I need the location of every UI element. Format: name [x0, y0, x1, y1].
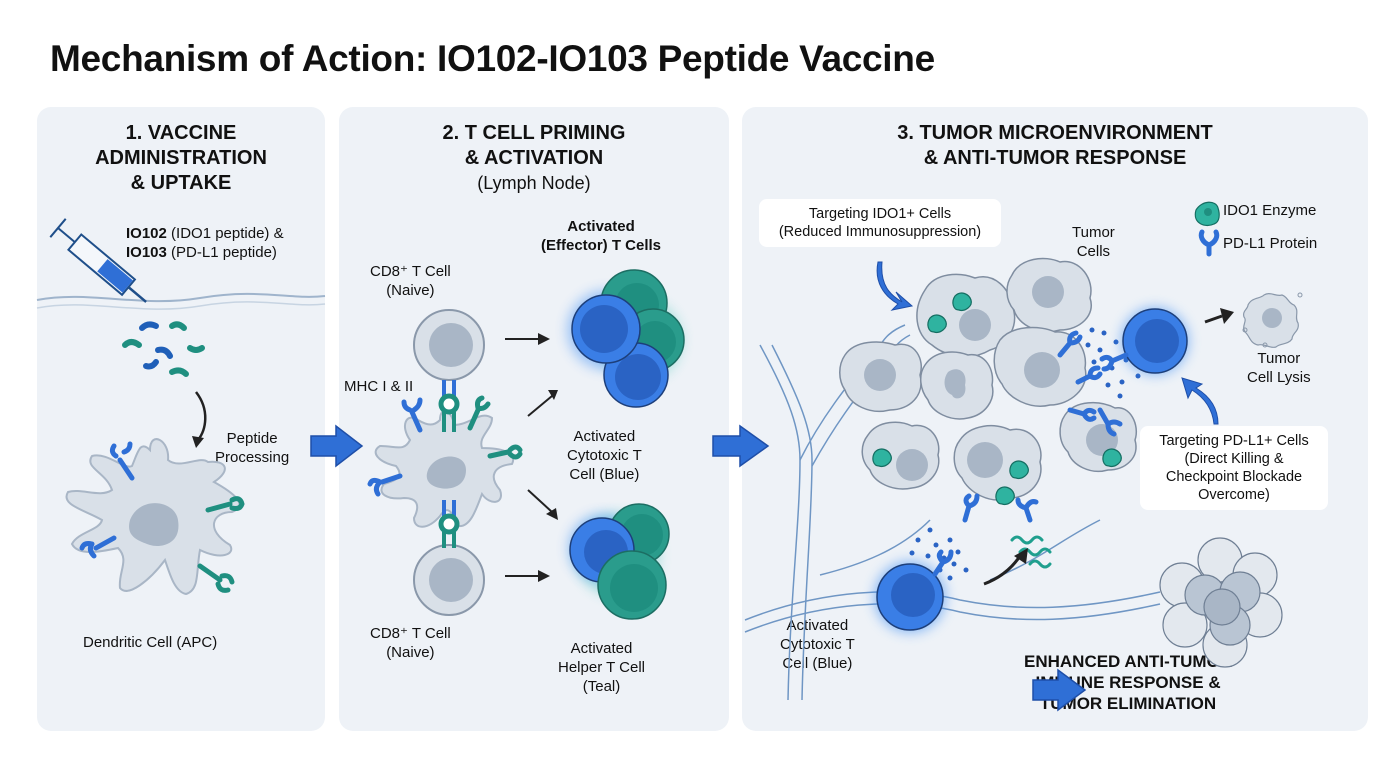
pd-l1-protein-icon — [1198, 229, 1220, 257]
panel-vaccine-administration: 1. VACCINE ADMINISTRATION & UPTAKE IO102… — [37, 107, 325, 731]
naive-t-cell-top-label: CD8⁺ T Cell (Naive) — [370, 263, 451, 299]
mhc-label: MHC I & II — [344, 378, 414, 395]
activated-cytotoxic-t-cell — [874, 549, 954, 633]
effector-t-cells-label: Activated (Effector) T Cells — [541, 218, 662, 254]
callout-pd-l1-targeting: Targeting PD-L1+ Cells (Direct Killing &… — [1140, 426, 1328, 510]
cytotoxic-t-cell-label: Activated Cytotoxic T Cell (Blue) — [567, 428, 642, 483]
release-arrow — [983, 555, 1022, 586]
legend-pd-l1: PD-L1 Protein — [1223, 235, 1318, 252]
tumor-nuclei — [864, 276, 1118, 481]
outcome-statement: ENHANCED ANTI-TUMOR IMMUNE RESPONSE & TU… — [1024, 652, 1233, 713]
vaccine-label: IO102 (IDO1 peptide) & IO103 (PD-L1 pept… — [126, 225, 284, 261]
dendritic-cell-lymph-node — [374, 410, 515, 528]
peptide-fragments — [122, 321, 205, 377]
effector-t-cells-cluster — [567, 269, 685, 408]
tumor-mass — [1159, 537, 1283, 668]
outcome-arrow — [1032, 668, 1087, 712]
lysis-arrow — [1204, 308, 1234, 324]
panel-2-subtitle: (Lymph Node) — [477, 173, 591, 193]
ido1-targeting-arrow — [876, 261, 914, 311]
activated-cytotoxic-t-cell-killing — [1099, 307, 1189, 375]
naive-t-cell-bottom — [413, 544, 485, 616]
syringe-icon — [49, 218, 147, 303]
pd-l1-proteins — [962, 330, 1123, 523]
diagram-title: Mechanism of Action: IO102-IO103 Peptide… — [50, 38, 935, 79]
step-arrow-2-to-3 — [712, 424, 770, 468]
helper-t-cells-cluster — [568, 503, 670, 620]
activated-cytotoxic-t-cell-label: Activated Cytotoxic T Cell (Blue) — [780, 617, 855, 672]
peptide-processing-label: Peptide Processing — [215, 430, 290, 466]
cytokine-waves — [1010, 535, 1052, 569]
ido1-enzyme-icon — [1194, 201, 1220, 227]
panel-2-title: 2. T CELL PRIMING & ACTIVATION (Lymph No… — [339, 121, 729, 196]
panel-1-title: 1. VACCINE ADMINISTRATION & UPTAKE — [95, 122, 267, 194]
mhc-receptors — [367, 395, 523, 497]
cytokine-dots — [909, 327, 1141, 581]
naive-t-cell-top — [413, 309, 485, 381]
panel-tumor-microenvironment: 3. TUMOR MICROENVIRONMENT & ANTI-TUMOR R… — [742, 107, 1368, 731]
activation-arrows — [505, 333, 558, 582]
dendritic-cell — [65, 438, 245, 596]
mhc-tcr-complex-bottom — [438, 500, 460, 548]
tumor-cell-lysis-label: Tumor Cell Lysis — [1247, 350, 1311, 386]
helper-t-cell-label: Activated Helper T Cell (Teal) — [558, 640, 645, 695]
legend-ido1: IDO1 Enzyme — [1223, 202, 1317, 219]
lysed-tumor-cell — [1242, 292, 1303, 349]
dendritic-cell-label: Dendritic Cell (APC) — [83, 634, 218, 651]
panel-t-cell-priming: 2. T CELL PRIMING & ACTIVATION (Lymph No… — [339, 107, 729, 731]
step-arrow-1-to-2 — [310, 424, 364, 468]
panel-3-title: 3. TUMOR MICROENVIRONMENT & ANTI-TUMOR R… — [897, 122, 1213, 169]
tumor-cells-label: Tumor Cells — [1072, 224, 1115, 260]
mhc-tcr-complex-top — [438, 380, 460, 432]
pd-l1-targeting-arrow — [1181, 377, 1219, 425]
skin-layer — [36, 292, 326, 310]
uptake-arrow — [194, 391, 207, 441]
callout-ido1-targeting: Targeting IDO1+ Cells (Reduced Immunosup… — [759, 199, 1001, 247]
ido1-enzymes — [872, 292, 1122, 505]
naive-t-cell-bottom-label: CD8⁺ T Cell (Naive) — [370, 625, 451, 661]
